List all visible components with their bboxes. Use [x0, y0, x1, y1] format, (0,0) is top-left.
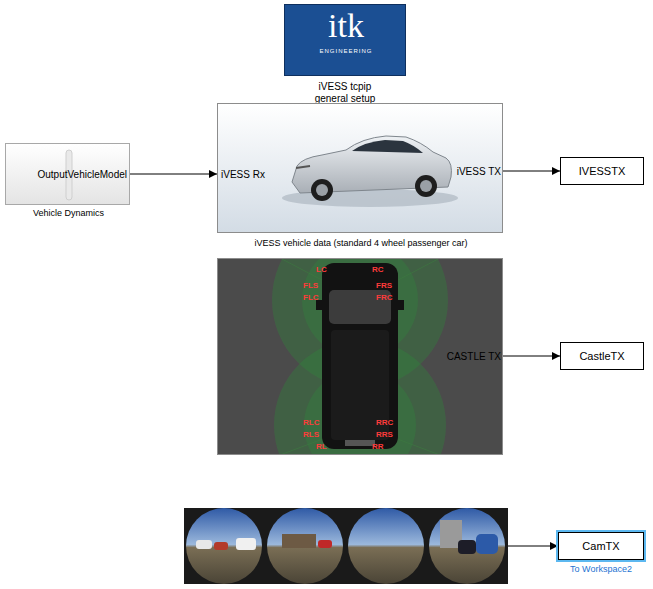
- block-caption: ENGINEERING: [285, 48, 407, 55]
- block-caption: iVESS vehicle data (standard 4 wheel pas…: [188, 238, 534, 248]
- logo-block: itkENGINEERINGiVESS tcpip general setup: [284, 4, 406, 76]
- sensor-label: FLS: [303, 282, 318, 290]
- sensor-label: FRS: [376, 282, 392, 290]
- block-label: CamTX: [559, 540, 643, 553]
- sensor-label: FRC: [376, 294, 392, 302]
- signal-line: [503, 356, 560, 357]
- sensor-label: RRS: [376, 431, 393, 439]
- sensor-label: FLC: [303, 294, 319, 302]
- subsystem-block: OutputVehicleModelVehicle Dynamics: [5, 143, 130, 205]
- sensor-label: RL: [316, 443, 327, 451]
- sensor-label: LC: [316, 266, 327, 274]
- block-label: OutputVehicleModel: [6, 169, 127, 181]
- block-label: iVESS Rx: [221, 169, 301, 181]
- block-label: CastleTX: [561, 350, 643, 363]
- signal-line: [130, 174, 217, 175]
- workspace-block: CastleTX: [560, 342, 644, 370]
- workspace-block: CamTXTo Workspace2: [558, 532, 644, 560]
- sensor-label: RLS: [303, 431, 319, 439]
- block-label: CASTLE TX: [398, 351, 501, 363]
- workspace-block: IVESSTX: [560, 157, 644, 185]
- sensor-label: RRC: [376, 419, 393, 427]
- block-caption: Vehicle Dynamics: [6, 208, 131, 218]
- block-label: IVESSTX: [561, 165, 643, 178]
- sensor-label: RC: [372, 266, 384, 274]
- block-label: itk: [285, 9, 407, 43]
- block-caption: iVESS tcpip general setup: [309, 81, 381, 104]
- sensor-label: RR: [372, 443, 384, 451]
- vehicle-block: iVESS RxiVESS TXiVESS vehicle data (stan…: [217, 103, 503, 233]
- sensor-label: RLC: [303, 419, 319, 427]
- sensor-block: CASTLE TX: [217, 258, 503, 455]
- block-caption: To Workspace2: [551, 564, 651, 574]
- signal-line: [503, 171, 560, 172]
- block-caption: iVESS TX: [408, 166, 501, 178]
